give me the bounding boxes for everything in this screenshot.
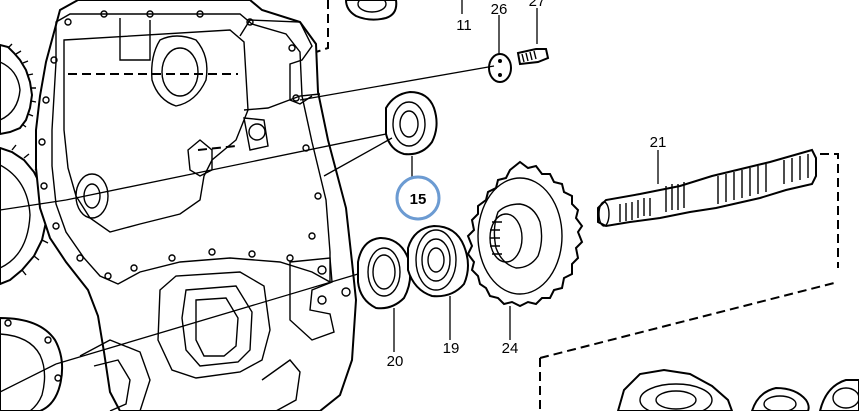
callout-11[interactable]: 11 xyxy=(456,17,472,34)
bolt-part-27 xyxy=(516,48,550,66)
callout-15-highlight-circle[interactable] xyxy=(395,175,441,221)
bottom-right-parts xyxy=(616,368,859,411)
callout-19[interactable]: 19 xyxy=(443,340,460,357)
callout-15[interactable]: 15 xyxy=(410,191,427,208)
washer-part-26 xyxy=(488,53,512,83)
bearing-part-11 xyxy=(344,0,398,21)
bearing-part-19 xyxy=(407,224,469,298)
callout-26[interactable]: 26 xyxy=(491,1,508,18)
callout-24[interactable]: 24 xyxy=(502,340,519,357)
gearbox-housing xyxy=(35,0,358,411)
shaft-part-21 xyxy=(597,148,817,228)
gear-part-24 xyxy=(466,160,584,308)
group-boundaries xyxy=(68,0,839,411)
gear-left-upper xyxy=(0,43,37,136)
callout-21[interactable]: 21 xyxy=(650,134,667,151)
assembly-lines xyxy=(0,65,495,393)
leader-lines xyxy=(393,0,659,352)
callout-20[interactable]: 20 xyxy=(387,353,404,370)
flange-bottom-left xyxy=(0,316,64,411)
bearing-part-15 xyxy=(385,90,438,156)
callout-27[interactable]: 27 xyxy=(529,0,546,10)
seal-part-20 xyxy=(357,236,412,310)
